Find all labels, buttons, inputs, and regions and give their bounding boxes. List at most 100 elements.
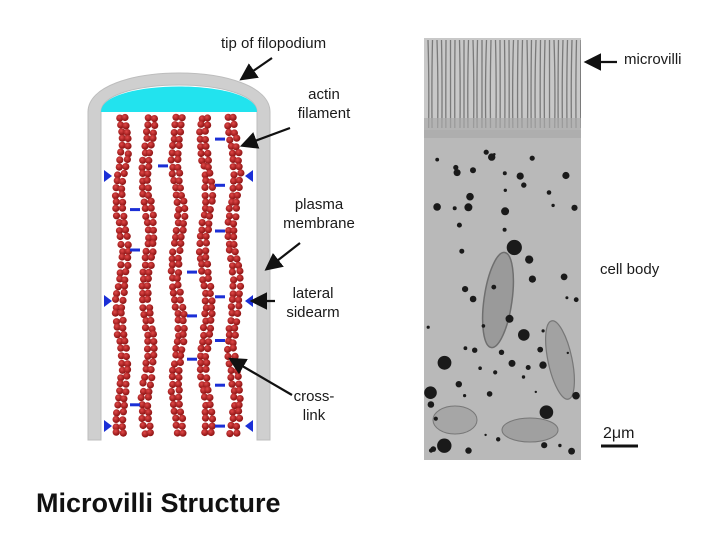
actin-bead <box>112 423 120 431</box>
actin-bead <box>123 129 131 137</box>
actin-bead <box>234 309 242 317</box>
actin-bead <box>169 400 178 409</box>
actin-bead <box>228 149 237 157</box>
actin-bead <box>206 394 214 402</box>
vesicle <box>428 448 434 453</box>
vesicle <box>539 361 547 369</box>
actin-bead <box>124 150 132 158</box>
actin-bead <box>119 296 127 304</box>
actin-bead <box>176 358 184 366</box>
actin-bead <box>175 260 183 268</box>
actin-bead <box>204 386 212 394</box>
vesicle <box>481 324 486 328</box>
vesicle <box>459 248 465 254</box>
actin-bead <box>224 345 232 354</box>
page-title: Microvilli Structure <box>36 488 281 518</box>
actin-bead <box>124 142 132 150</box>
actin-bead <box>168 373 176 381</box>
actin-bead <box>196 365 204 374</box>
villus-line <box>440 39 443 129</box>
actin-bead <box>230 227 238 235</box>
vesicle <box>433 203 441 211</box>
actin-bead <box>201 408 209 416</box>
actin-bead <box>116 380 124 388</box>
actin-bead <box>144 393 152 401</box>
actin-bead <box>172 421 180 429</box>
actin-bead <box>143 134 151 142</box>
actin-bead <box>169 380 177 389</box>
crosslink-dash <box>130 403 140 407</box>
actin-bead <box>233 134 241 142</box>
actin-bead <box>228 309 236 317</box>
actin-bead <box>139 379 147 387</box>
actin-bead <box>179 220 187 228</box>
actin-bead <box>204 345 212 353</box>
vesicle <box>463 346 468 351</box>
actin-bead <box>120 169 128 178</box>
villus-line <box>467 39 470 129</box>
actin-bead <box>208 297 216 305</box>
actin-bead <box>168 255 176 263</box>
actin-bead <box>124 254 132 262</box>
actin-bead <box>231 324 239 332</box>
villus-line <box>526 39 529 129</box>
actin-bead <box>203 260 212 268</box>
actin-bead <box>224 122 232 130</box>
actin-bead <box>123 155 131 163</box>
vesicle <box>560 273 568 281</box>
villus-line <box>521 39 524 129</box>
actin-bead <box>201 353 210 361</box>
actin-bead <box>175 367 183 375</box>
actin-bead <box>177 233 185 241</box>
actin-bead <box>114 283 122 291</box>
actin-bead <box>150 351 158 359</box>
actin-bead <box>230 393 238 401</box>
crosslink-dash <box>215 183 225 187</box>
actin-bead <box>120 401 128 409</box>
actin-bead <box>201 192 209 200</box>
actin-bead <box>144 402 152 410</box>
actin-bead <box>148 374 156 382</box>
actin-bead <box>147 316 155 325</box>
actin-bead <box>123 366 132 374</box>
vesicle <box>427 401 435 408</box>
vesicle <box>562 171 570 180</box>
actin-bead <box>112 295 120 303</box>
actin-bead <box>177 352 185 360</box>
actin-bead <box>237 169 245 177</box>
actin-bead <box>174 269 183 277</box>
actin-bead <box>137 394 145 402</box>
actin-bead <box>173 338 181 346</box>
actin-bead <box>112 198 120 206</box>
actin-bead <box>178 422 186 430</box>
actin-bead <box>208 422 216 430</box>
actin-bead <box>176 288 184 296</box>
actin-bead <box>115 163 123 171</box>
vesicle <box>571 204 578 211</box>
actin-bead <box>120 288 128 297</box>
actin-bead <box>171 303 179 311</box>
actin-bead <box>179 429 187 437</box>
actin-bead <box>118 128 126 136</box>
vesicle <box>518 329 530 341</box>
vesicle <box>566 351 569 355</box>
cross-link-label: cross- link <box>286 387 342 425</box>
actin-bead <box>208 408 216 416</box>
vesicle <box>506 239 522 256</box>
actin-bead <box>170 177 178 185</box>
actin-bead <box>205 212 214 220</box>
actin-bead <box>172 414 180 422</box>
crosslink-dash <box>215 229 225 233</box>
actin-bead <box>202 177 210 185</box>
actin-bead <box>144 121 152 129</box>
actin-bead <box>122 268 130 276</box>
actin-bead <box>201 297 209 305</box>
actin-bead <box>146 381 154 389</box>
vesicle <box>521 182 527 188</box>
actin-bead <box>175 177 183 185</box>
villus-line <box>431 39 434 129</box>
actin-bead <box>168 170 176 178</box>
actin-bead <box>172 113 180 121</box>
actin-bead <box>115 227 124 235</box>
vesicle <box>491 284 497 290</box>
